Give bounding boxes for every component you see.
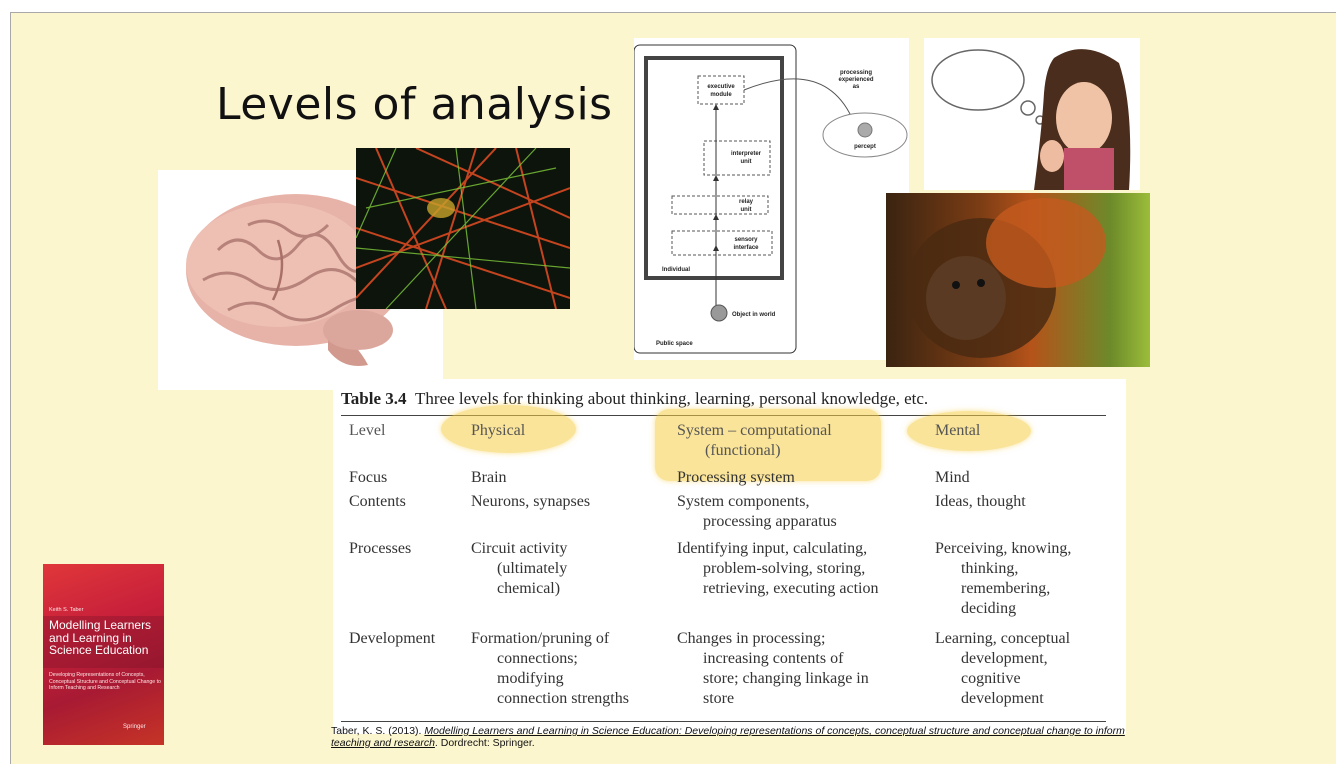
header-physical: Physical [471,422,526,439]
book-publisher: Springer [123,724,146,730]
svg-text:unit: unit [741,159,752,165]
cell-physical: Formation/pruning of [471,630,610,647]
orangutan-image [886,193,1150,367]
cell-system: problem-solving, storing, [703,560,866,577]
book-title: Modelling Learners and Learning in Scien… [49,618,152,657]
row-label: Processes [349,540,412,557]
cell-physical: chemical) [497,580,561,597]
processing-model-diagram: executive module interpreter unit relay … [634,38,909,360]
svg-text:Object in world: Object in world [732,312,776,318]
table-bottom-rule [341,721,1106,722]
svg-text:module: module [710,92,732,98]
book-subtitle: Developing Representations of Concepts, … [49,672,161,691]
cell-physical: Circuit activity [471,540,568,557]
svg-text:executive: executive [707,84,735,90]
svg-text:sensory: sensory [734,237,758,243]
row-label: Contents [349,493,406,510]
levels-table: Table 3.4 Three levels for thinking abou… [333,379,1126,734]
cell-system: store [703,690,735,707]
cell-system: processing apparatus [703,513,837,530]
svg-text:Public space: Public space [656,341,693,347]
system-highlight [655,409,881,481]
header-system: System – computational [677,422,832,439]
svg-text:relay: relay [739,199,754,205]
cell-mental: Perceiving, knowing, [935,540,1072,557]
svg-text:processing: processing [840,70,872,76]
cell-mental: remembering, [961,580,1051,597]
header-system-sub: (functional) [705,442,781,459]
cell-mental: cognitive [961,670,1021,687]
cell-system: Changes in processing; [677,630,826,647]
cell-system: System components, [677,493,810,510]
cell-physical: connection strengths [497,690,629,707]
cell-physical: (ultimately [497,560,568,577]
svg-text:as: as [853,84,860,90]
cell-system: increasing contents of [703,650,844,667]
slide: Levels of analysis [10,12,1336,764]
cell-physical: Neurons, synapses [471,493,591,510]
cell-mental: development, [961,650,1048,667]
cell-mental: Mind [935,469,970,486]
cell-system: Processing system [677,469,795,486]
slide-title: Levels of analysis [216,79,613,130]
book-cover: Keith S. Taber Modelling Learners and Le… [43,564,164,745]
cell-system: store; changing linkage in [703,670,869,687]
svg-text:interface: interface [733,245,759,251]
cell-mental: thinking, [961,560,1019,577]
svg-text:unit: unit [741,207,752,213]
neuron-image [356,148,570,309]
cell-physical: connections; [497,650,578,667]
cell-physical: modifying [497,670,564,687]
mental-highlight [907,411,1031,451]
cell-system: Identifying input, calculating, [677,540,868,557]
cell-system: retrieving, executing action [703,580,879,597]
header-mental: Mental [935,422,981,439]
svg-text:interpreter: interpreter [731,151,762,157]
physical-highlight [441,405,576,453]
cell-mental: Ideas, thought [935,493,1026,510]
cell-mental: Learning, conceptual [935,630,1071,647]
table-caption: Table 3.4 Three levels for thinking abou… [341,389,929,408]
cell-mental: deciding [961,600,1017,617]
row-label: Focus [349,469,388,486]
svg-text:experienced: experienced [838,77,873,83]
row-label: Development [349,630,436,647]
book-author: Keith S. Taber [49,607,84,613]
cell-physical: Brain [471,469,507,486]
header-level: Level [349,422,386,439]
svg-text:percept: percept [854,144,876,150]
citation: Taber, K. S. (2013). Modelling Learners … [331,725,1125,749]
thinking-girl-image [924,38,1140,190]
cell-mental: development [961,690,1044,707]
svg-text:Individual: Individual [662,267,690,273]
